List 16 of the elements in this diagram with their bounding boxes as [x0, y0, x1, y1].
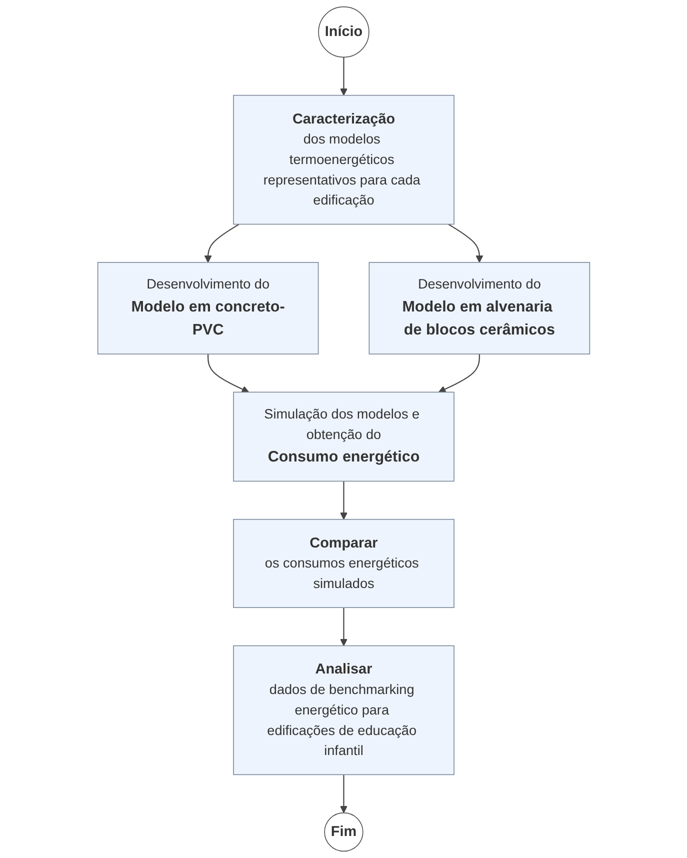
node-circle: Início [318, 6, 370, 58]
arrow [340, 57, 348, 96]
node-box: Analisar dados de benchmarking energético para edificações de educação infantil [232, 645, 454, 776]
arrow [340, 481, 348, 520]
node-box: Comparar os consumos energéticos simulados [232, 518, 454, 608]
arrow [448, 224, 483, 263]
node-box: Desenvolvimento do Modelo em alvenaria de blocos cerâmicos [368, 262, 590, 354]
arrow [207, 354, 249, 393]
arrow [438, 354, 480, 393]
node-circle: Fim [324, 812, 364, 852]
node-box: Caracterização dos modelos termoenergéticos representativos para cada edificação [232, 94, 454, 225]
node-box: Desenvolvimento do Modelo em concreto-PVC [97, 262, 318, 354]
arrow [204, 224, 240, 263]
node-box: Simulação dos modelos e obtenção do Consumo energético [232, 392, 454, 482]
arrow [340, 608, 348, 646]
arrow [340, 774, 348, 814]
